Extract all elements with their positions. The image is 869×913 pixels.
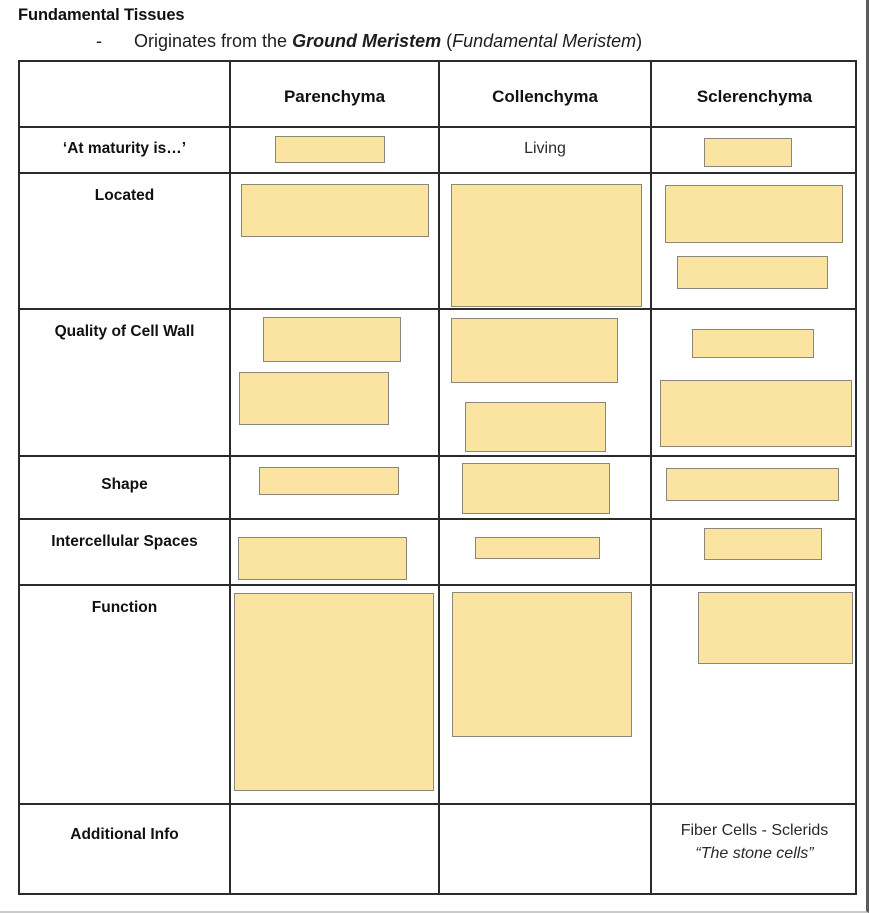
cell-maturity-sclerenchyma	[650, 128, 857, 172]
redaction-box	[241, 184, 429, 237]
redaction-box	[698, 592, 853, 664]
row-label-cell: Additional Info	[20, 805, 229, 893]
row-label: Intercellular Spaces	[51, 533, 198, 550]
cell-additional-parenchyma	[229, 805, 438, 893]
comparison-table: Parenchyma Collenchyma Sclerenchyma ‘At …	[18, 60, 857, 895]
redaction-box	[234, 593, 434, 791]
cell-spaces-parenchyma	[229, 520, 438, 584]
row-label: Located	[94, 187, 155, 204]
table-row: Quality of Cell Wall	[20, 310, 855, 457]
table-row: ‘At maturity is…’ Living	[20, 128, 855, 174]
heading-block: Fundamental Tissues - Originates from the…	[18, 5, 853, 53]
bullet-dash: -	[96, 31, 102, 51]
table-header-row: Parenchyma Collenchyma Sclerenchyma	[20, 62, 855, 128]
cell-wall-collenchyma	[438, 310, 650, 455]
table-row: Additional Info Fiber Cells - Sclerids “…	[20, 805, 855, 893]
header-cell-collenchyma: Collenchyma	[438, 62, 650, 126]
redaction-box	[665, 185, 843, 243]
redaction-box	[475, 537, 600, 559]
row-label-cell: Located	[20, 174, 229, 308]
row-label-cell: ‘At maturity is…’	[20, 128, 229, 172]
cell-text: Living	[524, 140, 566, 157]
redaction-box	[239, 372, 389, 425]
row-label: Shape	[101, 476, 148, 493]
bullet-text-end: )	[636, 31, 643, 51]
redaction-box	[259, 467, 399, 495]
redaction-box	[660, 380, 852, 447]
redaction-box	[692, 329, 814, 358]
redaction-box	[666, 468, 839, 501]
row-label-cell: Shape	[20, 457, 229, 518]
bullet-text-post: (	[441, 31, 453, 51]
table-row: Function	[20, 586, 855, 805]
cell-function-parenchyma	[229, 586, 438, 803]
additional-info-text: Fiber Cells - Sclerids “The stone cells”	[652, 805, 857, 865]
bullet-text-italic: Fundamental Meristem	[452, 31, 637, 51]
cell-spaces-collenchyma	[438, 520, 650, 584]
row-label-cell: Quality of Cell Wall	[20, 310, 229, 455]
table-row: Intercellular Spaces	[20, 520, 855, 586]
row-label-cell: Function	[20, 586, 229, 803]
redaction-box	[465, 402, 606, 452]
cell-located-parenchyma	[229, 174, 438, 308]
column-header-label: Sclerenchyma	[696, 87, 813, 106]
cell-function-sclerenchyma	[650, 586, 857, 803]
row-label: Quality of Cell Wall	[54, 323, 195, 340]
redaction-box	[238, 537, 407, 580]
additional-info-line-1: Fiber Cells - Sclerids	[680, 822, 829, 839]
cell-wall-parenchyma	[229, 310, 438, 455]
redaction-box	[263, 317, 401, 362]
redaction-box	[677, 256, 828, 289]
table-row: Located	[20, 174, 855, 310]
cell-shape-sclerenchyma	[650, 457, 857, 518]
heading-bullet-line: - Originates from the Ground Meristem (Fu…	[96, 29, 853, 53]
redaction-box	[451, 318, 618, 383]
redaction-box	[451, 184, 642, 307]
row-label: ‘At maturity is…’	[62, 140, 187, 157]
row-label: Additional Info	[70, 826, 179, 843]
row-label-cell: Intercellular Spaces	[20, 520, 229, 584]
cell-spaces-sclerenchyma	[650, 520, 857, 584]
header-cell-blank	[20, 62, 229, 126]
redaction-box	[452, 592, 632, 737]
cell-located-collenchyma	[438, 174, 650, 308]
header-cell-sclerenchyma: Sclerenchyma	[650, 62, 857, 126]
cell-shape-parenchyma	[229, 457, 438, 518]
bullet-text-bold-italic: Ground Meristem	[292, 31, 442, 51]
cell-shape-collenchyma	[438, 457, 650, 518]
redaction-box	[462, 463, 610, 514]
cell-additional-sclerenchyma: Fiber Cells - Sclerids “The stone cells”	[650, 805, 857, 893]
column-header-label: Collenchyma	[492, 87, 598, 106]
redaction-box	[704, 528, 822, 560]
redaction-box	[275, 136, 385, 163]
redaction-box	[704, 138, 792, 167]
cell-maturity-collenchyma: Living	[438, 128, 650, 172]
cell-additional-collenchyma	[438, 805, 650, 893]
page-title: Fundamental Tissues	[18, 6, 185, 24]
header-cell-parenchyma: Parenchyma	[229, 62, 438, 126]
bullet-text-pre: Originates from the	[134, 31, 293, 51]
row-label: Function	[91, 599, 158, 616]
additional-info-line-2: “The stone cells”	[695, 845, 814, 862]
cell-located-sclerenchyma	[650, 174, 857, 308]
table-row: Shape	[20, 457, 855, 520]
cell-maturity-parenchyma	[229, 128, 438, 172]
column-header-label: Parenchyma	[283, 87, 386, 106]
cell-function-collenchyma	[438, 586, 650, 803]
cell-wall-sclerenchyma	[650, 310, 857, 455]
